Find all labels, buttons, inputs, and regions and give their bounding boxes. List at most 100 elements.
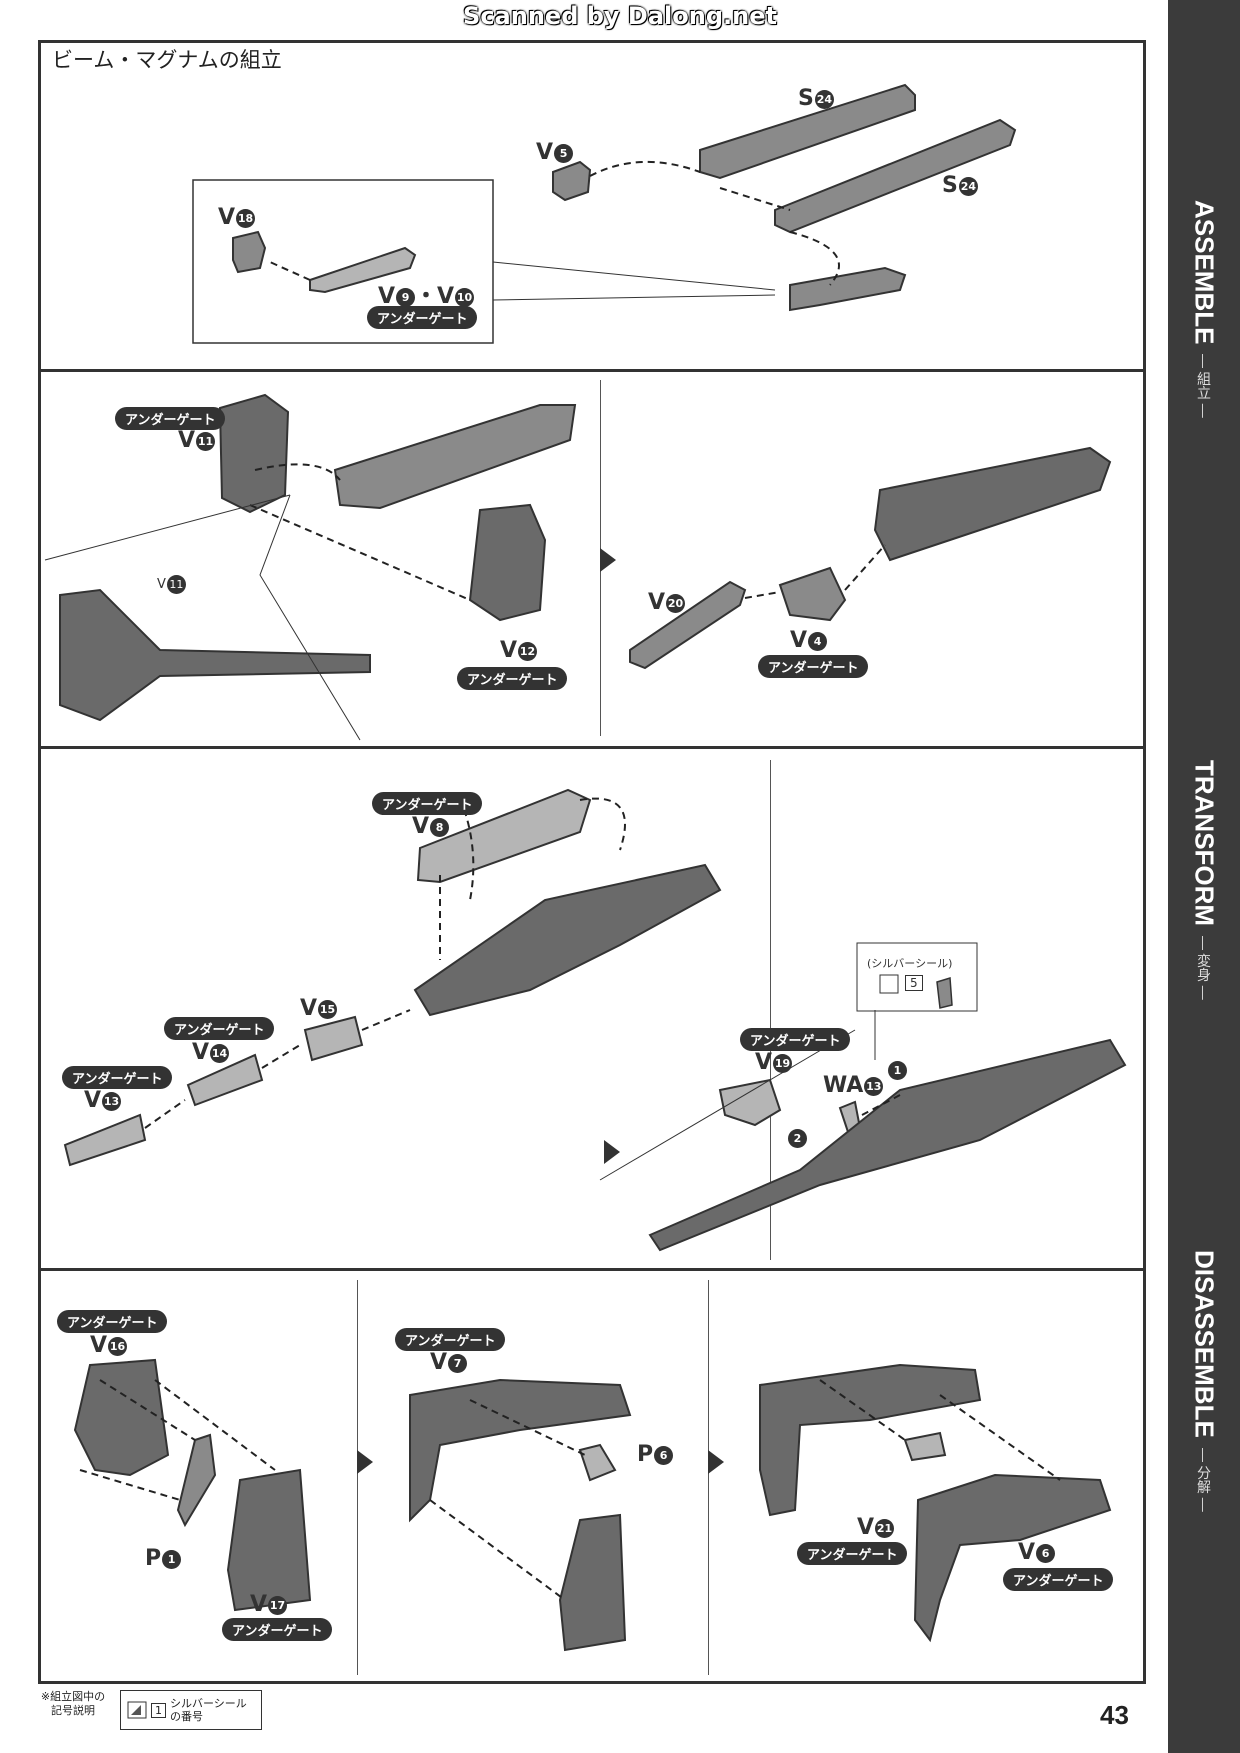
part-p6 — [578, 1443, 617, 1482]
step-divider — [770, 760, 771, 1260]
silver-seal-title: (シルバーシール) — [867, 957, 953, 970]
guide-line — [589, 160, 701, 177]
section-divider — [38, 369, 1146, 372]
part-v15 — [303, 1015, 364, 1062]
under-gate-badge: アンダーゲート — [395, 1328, 506, 1351]
part-frame-left — [759, 1363, 982, 1517]
under-gate-badge: アンダーゲート — [164, 1017, 275, 1040]
guide-line — [269, 261, 311, 281]
part-barrel — [333, 404, 577, 510]
seal-icon — [879, 974, 899, 994]
leader-line — [599, 1029, 856, 1181]
part-v11 — [218, 393, 290, 514]
guide-line — [719, 187, 791, 211]
guide-line — [789, 231, 840, 286]
part-v13 — [63, 1113, 147, 1167]
guide-line — [939, 1394, 1061, 1481]
guide-line — [459, 797, 475, 901]
under-gate-badge: アンダーゲート — [372, 792, 483, 815]
step-arrow — [604, 1140, 620, 1164]
assembled-magnum — [873, 446, 1112, 562]
part-v14 — [186, 1053, 264, 1107]
silver-seal-number: 5 — [905, 975, 923, 991]
part-v19 — [718, 1078, 782, 1127]
guide-line — [99, 1379, 196, 1441]
under-gate-badge: アンダーゲート — [1003, 1568, 1114, 1591]
part-grip — [789, 266, 907, 312]
part-grip-side — [558, 1513, 627, 1652]
guide-line — [144, 1099, 186, 1129]
guide-line — [429, 1499, 566, 1601]
guide-line — [79, 1469, 181, 1501]
legend-number: 1 — [151, 1702, 166, 1718]
under-gate-badge: アンダーゲート — [367, 306, 478, 329]
step-divider — [357, 1280, 358, 1675]
under-gate-badge: アンダーゲート — [222, 1618, 333, 1641]
silver-seal-box — [856, 942, 978, 1012]
part-s24-lower — [774, 118, 1017, 234]
step-marker-2: 2 — [787, 1125, 807, 1150]
legend-text: シルバーシールの番号 — [170, 1697, 247, 1723]
side-band-disassemble: DISASSEMBLE— 分解 — — [1189, 1250, 1220, 1512]
part-v4 — [778, 566, 847, 622]
guide-line — [819, 1379, 906, 1441]
leader-line — [44, 494, 291, 561]
seal-icon — [127, 1701, 147, 1719]
under-gate-badge: アンダーゲート — [457, 667, 568, 690]
side-band-assemble: ASSEMBLE— 組立 — — [1189, 200, 1220, 419]
part-v8 — [416, 788, 592, 884]
guide-line — [154, 1379, 276, 1471]
assembled-preview — [59, 588, 371, 722]
guide-line — [469, 1399, 586, 1456]
part-v21 — [903, 1431, 947, 1462]
part-v7 — [409, 1378, 632, 1523]
leader-line — [492, 261, 776, 291]
side-band-transform: TRANSFORM— 変身 — — [1189, 760, 1220, 1000]
legend-box: 1 シルバーシールの番号 — [120, 1690, 262, 1730]
guide-line — [579, 797, 626, 851]
leader-line — [492, 294, 776, 301]
side-band — [1168, 0, 1240, 1753]
section-divider — [38, 1268, 1146, 1271]
detail-box — [192, 179, 494, 344]
legend-note: ※組立図中の記号説明 — [40, 1690, 106, 1717]
guide-line — [744, 591, 781, 599]
page-frame — [38, 40, 1146, 1684]
leader-line — [259, 494, 361, 741]
assembled-magnum-full — [648, 1038, 1127, 1252]
section-divider — [38, 746, 1146, 749]
step-arrow — [600, 548, 616, 572]
under-gate-badge: アンダーゲート — [797, 1542, 908, 1565]
step-marker-1: 1 — [887, 1057, 907, 1082]
guide-line — [261, 1044, 301, 1069]
under-gate-badge: アンダーゲート — [62, 1066, 173, 1089]
part-v12 — [468, 503, 547, 622]
under-gate-badge: アンダーゲート — [115, 407, 226, 430]
under-gate-badge: アンダーゲート — [57, 1310, 168, 1333]
part-v18 — [232, 230, 267, 274]
page-number: 43 — [1100, 1700, 1129, 1730]
step-arrow — [708, 1450, 724, 1474]
under-gate-badge: アンダーゲート — [758, 655, 869, 678]
part-p1 — [176, 1433, 217, 1528]
